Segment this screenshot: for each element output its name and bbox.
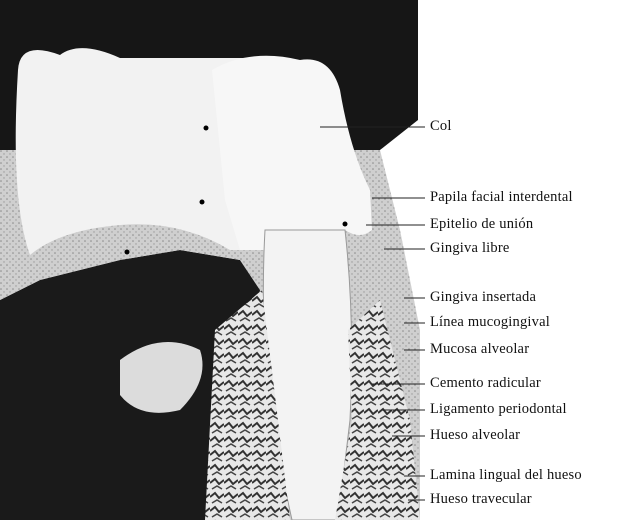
label-lamina-lingual-del-hueso: Lamina lingual del hueso bbox=[430, 468, 582, 483]
label-papila-facial-interdental: Papila facial interdental bbox=[430, 190, 573, 205]
label-cemento-radicular: Cemento radicular bbox=[430, 376, 541, 391]
label-epitelio-de-union: Epitelio de unión bbox=[430, 217, 533, 232]
label-col: Col bbox=[430, 119, 452, 134]
label-linea-mucogingival: Línea mucogingival bbox=[430, 315, 550, 330]
label-mucosa-alveolar: Mucosa alveolar bbox=[430, 342, 529, 357]
label-hueso-alveolar: Hueso alveolar bbox=[430, 428, 520, 443]
label-ligamento-periodontal: Ligamento periodontal bbox=[430, 402, 567, 417]
label-hueso-travecular: Hueso travecular bbox=[430, 492, 532, 507]
label-gingiva-libre: Gingiva libre bbox=[430, 241, 510, 256]
label-gingiva-insertada: Gingiva insertada bbox=[430, 290, 536, 305]
